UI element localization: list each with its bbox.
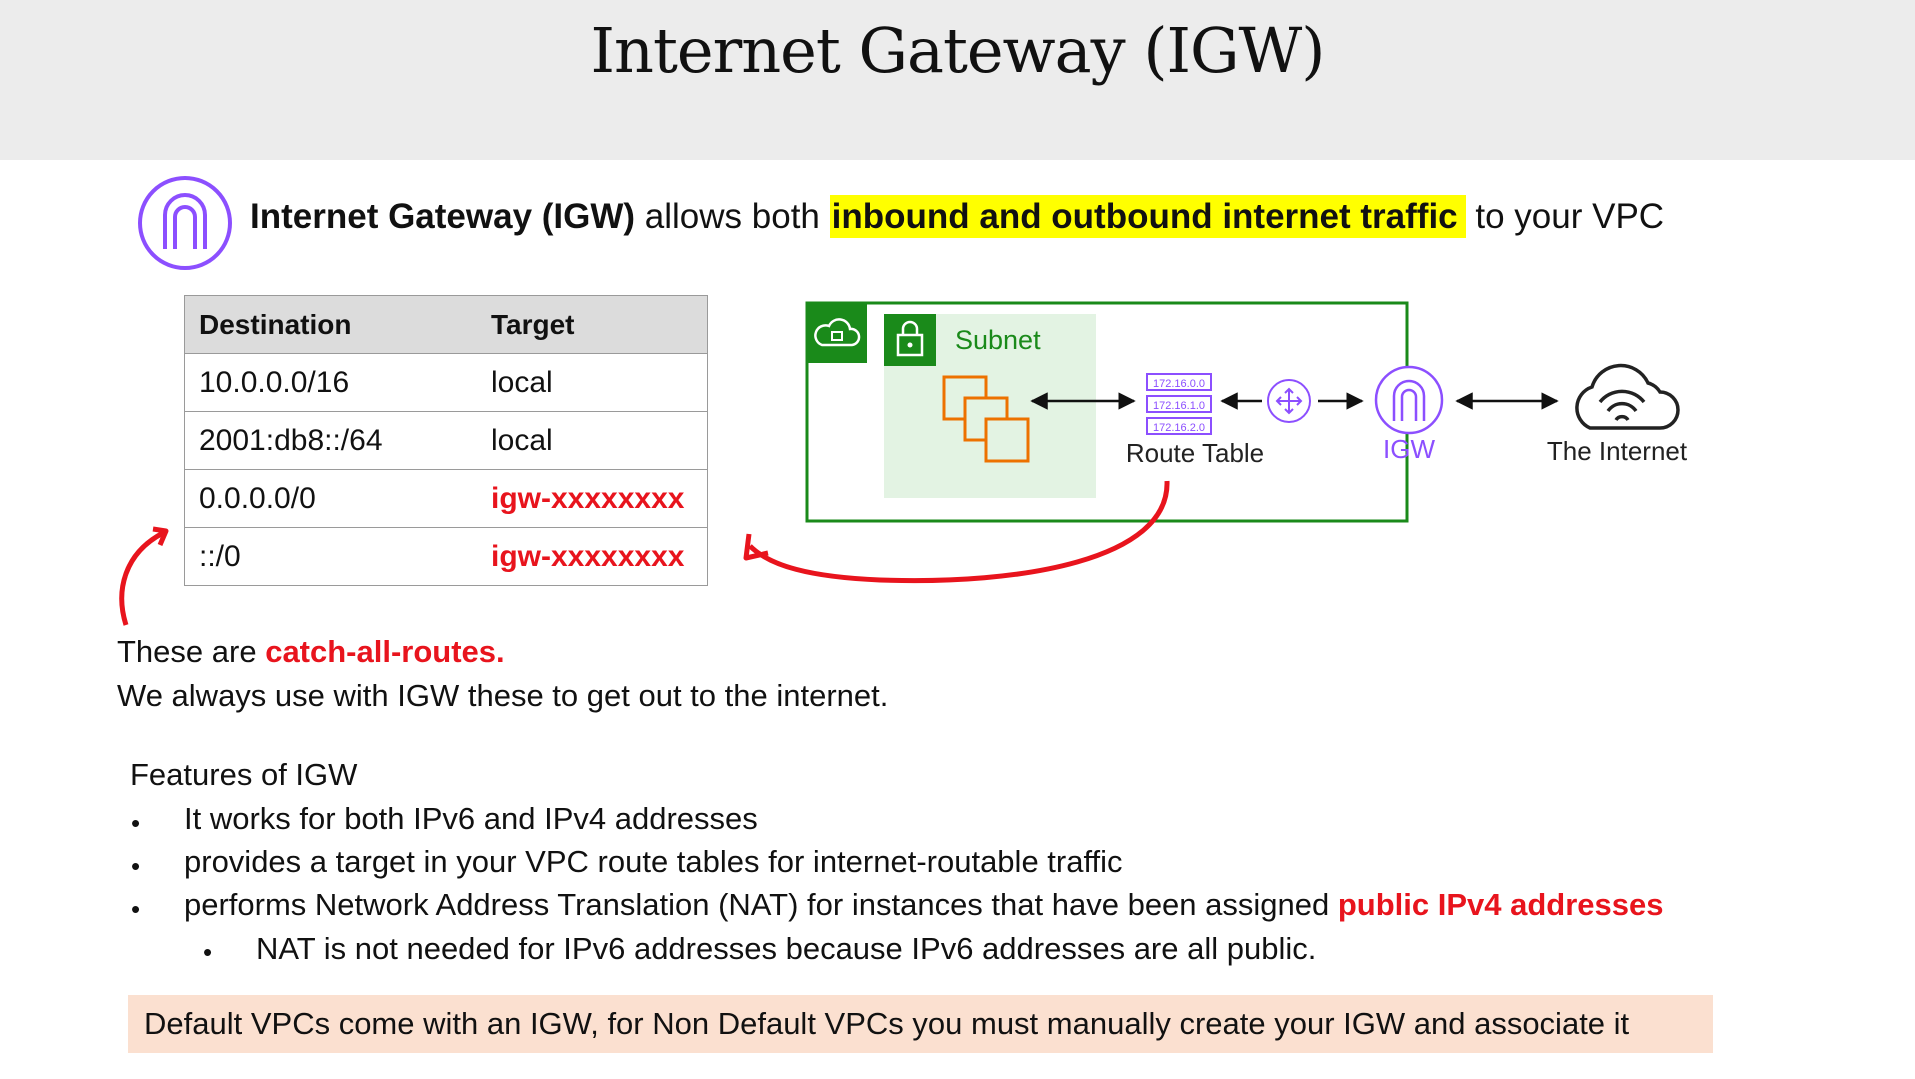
route-table: Destination Target 10.0.0.0/16 local 200… [184, 295, 708, 586]
header-target: Target [477, 295, 708, 354]
intro-sentence: Internet Gateway (IGW) allows both inbou… [250, 195, 1665, 238]
sub-bullet-icon: • [203, 937, 213, 967]
header-destination: Destination [184, 295, 477, 354]
route-table-label: Route Table [1126, 438, 1264, 468]
target-cell: igw-xxxxxxxx [477, 527, 708, 586]
lock-icon [884, 314, 936, 366]
route-entry-label: 172.16.0.0 [1153, 378, 1205, 390]
intro-mid: allows both [635, 197, 830, 236]
feature-sub-item: NAT is not needed for IPv6 addresses bec… [256, 931, 1317, 966]
feature-item-nat: performs Network Address Translation (NA… [184, 887, 1664, 923]
intro-bold: Internet Gateway (IGW) [250, 197, 636, 236]
catch-highlight: catch-all-routes. [265, 634, 505, 669]
route-table-icon: 172.16.0.0 172.16.1.0 172.16.2.0 [1146, 373, 1212, 435]
route-table-header-row: Destination Target [184, 295, 708, 354]
feature-item: provides a target in your VPC route tabl… [184, 844, 1123, 879]
intro-highlight: inbound and outbound internet traffic [829, 195, 1466, 238]
bullet-icon: • [131, 851, 141, 881]
red-curved-arrow-routetable [748, 480, 1170, 584]
table-row: ::/0 igw-xxxxxxxx [184, 527, 708, 586]
intro-end: to your VPC [1465, 197, 1665, 236]
internet-cloud-icon [1575, 363, 1680, 430]
igw-label: IGW [1383, 434, 1435, 464]
route-entry-label: 172.16.2.0 [1153, 422, 1205, 434]
internet-label: The Internet [1547, 436, 1688, 466]
feature-item-text: performs Network Address Translation (NA… [184, 887, 1338, 922]
red-arrowhead [743, 533, 769, 561]
footer-note: Default VPCs come with an IGW, for Non D… [128, 995, 1713, 1053]
subnet-label: Subnet [955, 325, 1041, 355]
catch-all-explanation: We always use with IGW these to get out … [117, 678, 889, 713]
header-band [0, 0, 1915, 160]
ec2-instances-icon [942, 375, 1030, 463]
router-icon [1267, 379, 1311, 423]
red-hook-arrow [119, 530, 165, 626]
feature-item-highlight: public IPv4 addresses [1337, 887, 1664, 922]
igw-icon [1374, 365, 1444, 435]
features-title: Features of IGW [130, 757, 358, 792]
target-cell: local [477, 411, 708, 470]
feature-item: It works for both IPv6 and IPv4 addresse… [184, 801, 758, 836]
catch-prefix: These are [117, 634, 266, 669]
table-row: 0.0.0.0/0 igw-xxxxxxxx [184, 469, 708, 528]
destination-cell: 2001:db8::/64 [184, 411, 477, 470]
table-row: 2001:db8::/64 local [184, 411, 708, 470]
catch-all-line: These are catch-all-routes. [117, 634, 505, 670]
route-entry-label: 172.16.1.0 [1153, 400, 1205, 412]
internet-gateway-icon [138, 176, 232, 270]
target-cell: igw-xxxxxxxx [477, 469, 708, 528]
bullet-icon: • [131, 894, 141, 924]
page-title: Internet Gateway (IGW) [590, 14, 1326, 87]
destination-cell: 0.0.0.0/0 [184, 469, 477, 528]
bullet-icon: • [131, 808, 141, 838]
destination-cell: ::/0 [184, 527, 477, 586]
red-hook-arrowhead [152, 526, 169, 546]
vpc-cloud-icon [807, 303, 867, 363]
